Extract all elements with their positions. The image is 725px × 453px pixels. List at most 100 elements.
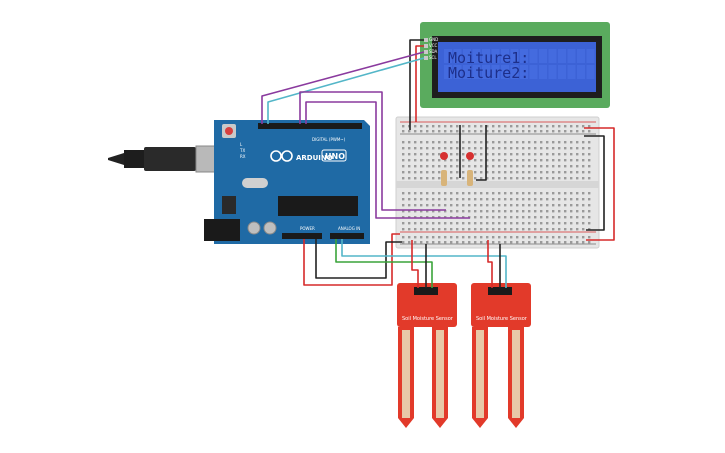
breadboard-hole[interactable] bbox=[504, 210, 507, 213]
breadboard-hole[interactable] bbox=[576, 204, 579, 207]
breadboard-hole[interactable] bbox=[408, 141, 411, 144]
breadboard-hole[interactable] bbox=[486, 130, 489, 133]
breadboard-hole[interactable] bbox=[504, 216, 507, 219]
breadboard-hole[interactable] bbox=[582, 204, 585, 207]
breadboard-hole[interactable] bbox=[438, 171, 441, 174]
breadboard-hole[interactable] bbox=[546, 130, 549, 133]
breadboard-hole[interactable] bbox=[528, 216, 531, 219]
breadboard-hole[interactable] bbox=[462, 236, 465, 239]
breadboard-hole[interactable] bbox=[498, 125, 501, 128]
breadboard-hole[interactable] bbox=[522, 192, 525, 195]
breadboard-hole[interactable] bbox=[570, 125, 573, 128]
breadboard-hole[interactable] bbox=[408, 171, 411, 174]
breadboard-hole[interactable] bbox=[516, 192, 519, 195]
wire-lcd-vcc[interactable] bbox=[415, 45, 424, 122]
breadboard-hole[interactable] bbox=[576, 159, 579, 162]
breadboard-hole[interactable] bbox=[426, 228, 429, 231]
breadboard-hole[interactable] bbox=[522, 159, 525, 162]
breadboard-hole[interactable] bbox=[462, 177, 465, 180]
breadboard-hole[interactable] bbox=[534, 228, 537, 231]
breadboard-hole[interactable] bbox=[516, 147, 519, 150]
breadboard-hole[interactable] bbox=[492, 222, 495, 225]
breadboard-hole[interactable] bbox=[516, 130, 519, 133]
breadboard-hole[interactable] bbox=[498, 147, 501, 150]
breadboard-hole[interactable] bbox=[570, 130, 573, 133]
breadboard-hole[interactable] bbox=[588, 192, 591, 195]
breadboard-hole[interactable] bbox=[480, 210, 483, 213]
breadboard-hole[interactable] bbox=[474, 222, 477, 225]
breadboard-hole[interactable] bbox=[408, 165, 411, 168]
breadboard-hole[interactable] bbox=[528, 192, 531, 195]
breadboard-hole[interactable] bbox=[552, 171, 555, 174]
breadboard-hole[interactable] bbox=[426, 125, 429, 128]
breadboard-hole[interactable] bbox=[498, 130, 501, 133]
breadboard-hole[interactable] bbox=[540, 147, 543, 150]
breadboard-hole[interactable] bbox=[558, 159, 561, 162]
breadboard-hole[interactable] bbox=[564, 228, 567, 231]
breadboard-hole[interactable] bbox=[480, 216, 483, 219]
breadboard-hole[interactable] bbox=[420, 177, 423, 180]
breadboard-hole[interactable] bbox=[564, 198, 567, 201]
breadboard-hole[interactable] bbox=[558, 228, 561, 231]
breadboard-hole[interactable] bbox=[582, 236, 585, 239]
analog-header[interactable] bbox=[330, 233, 364, 239]
breadboard-hole[interactable] bbox=[414, 222, 417, 225]
breadboard-hole[interactable] bbox=[534, 141, 537, 144]
breadboard-hole[interactable] bbox=[420, 165, 423, 168]
breadboard-hole[interactable] bbox=[582, 153, 585, 156]
breadboard-hole[interactable] bbox=[516, 210, 519, 213]
breadboard-hole[interactable] bbox=[414, 210, 417, 213]
breadboard-hole[interactable] bbox=[426, 210, 429, 213]
breadboard-hole[interactable] bbox=[426, 236, 429, 239]
breadboard-hole[interactable] bbox=[534, 159, 537, 162]
breadboard-hole[interactable] bbox=[402, 236, 405, 239]
breadboard-hole[interactable] bbox=[582, 198, 585, 201]
breadboard-hole[interactable] bbox=[552, 198, 555, 201]
breadboard-hole[interactable] bbox=[504, 130, 507, 133]
breadboard-hole[interactable] bbox=[552, 210, 555, 213]
breadboard-hole[interactable] bbox=[456, 236, 459, 239]
breadboard-hole[interactable] bbox=[486, 192, 489, 195]
breadboard-hole[interactable] bbox=[432, 228, 435, 231]
breadboard-hole[interactable] bbox=[468, 198, 471, 201]
breadboard-hole[interactable] bbox=[480, 241, 483, 244]
breadboard-hole[interactable] bbox=[570, 241, 573, 244]
breadboard-hole[interactable] bbox=[462, 147, 465, 150]
breadboard-hole[interactable] bbox=[480, 177, 483, 180]
breadboard-hole[interactable] bbox=[576, 192, 579, 195]
breadboard-hole[interactable] bbox=[588, 171, 591, 174]
breadboard-hole[interactable] bbox=[450, 236, 453, 239]
breadboard-hole[interactable] bbox=[492, 125, 495, 128]
breadboard-hole[interactable] bbox=[528, 165, 531, 168]
reset-button-cap[interactable] bbox=[225, 127, 233, 135]
breadboard-hole[interactable] bbox=[468, 165, 471, 168]
breadboard-hole[interactable] bbox=[546, 204, 549, 207]
breadboard-hole[interactable] bbox=[516, 228, 519, 231]
breadboard-hole[interactable] bbox=[504, 171, 507, 174]
breadboard-hole[interactable] bbox=[420, 147, 423, 150]
breadboard-hole[interactable] bbox=[486, 228, 489, 231]
breadboard-hole[interactable] bbox=[534, 241, 537, 244]
breadboard-hole[interactable] bbox=[528, 198, 531, 201]
breadboard-hole[interactable] bbox=[540, 204, 543, 207]
breadboard-hole[interactable] bbox=[534, 147, 537, 150]
breadboard-hole[interactable] bbox=[552, 192, 555, 195]
breadboard-hole[interactable] bbox=[558, 198, 561, 201]
breadboard-hole[interactable] bbox=[432, 198, 435, 201]
breadboard-hole[interactable] bbox=[588, 216, 591, 219]
breadboard-hole[interactable] bbox=[432, 159, 435, 162]
lcd-pin-vcc[interactable] bbox=[424, 44, 428, 48]
breadboard-hole[interactable] bbox=[522, 171, 525, 174]
breadboard-hole[interactable] bbox=[516, 153, 519, 156]
breadboard-hole[interactable] bbox=[444, 147, 447, 150]
breadboard-hole[interactable] bbox=[522, 216, 525, 219]
breadboard-hole[interactable] bbox=[402, 159, 405, 162]
breadboard-hole[interactable] bbox=[438, 147, 441, 150]
breadboard-hole[interactable] bbox=[576, 141, 579, 144]
breadboard-hole[interactable] bbox=[576, 210, 579, 213]
breadboard-hole[interactable] bbox=[480, 204, 483, 207]
breadboard-hole[interactable] bbox=[408, 192, 411, 195]
breadboard-hole[interactable] bbox=[588, 165, 591, 168]
breadboard-hole[interactable] bbox=[570, 147, 573, 150]
breadboard-hole[interactable] bbox=[522, 210, 525, 213]
